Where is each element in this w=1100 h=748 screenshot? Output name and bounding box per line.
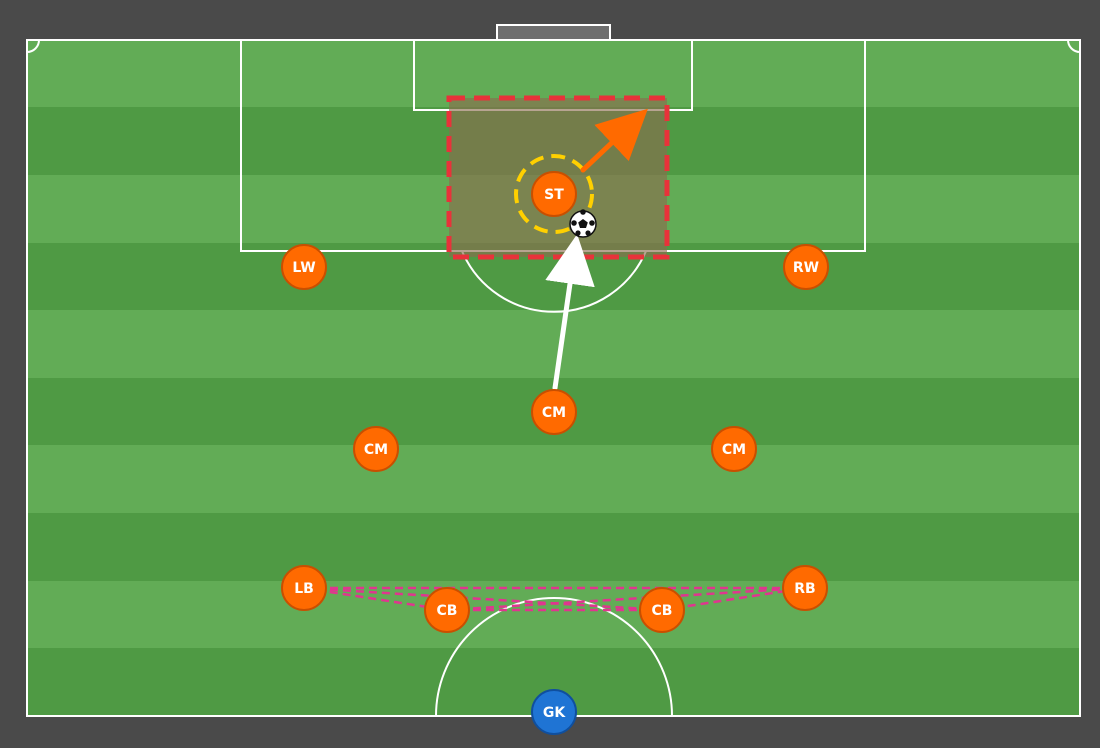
run-arrow [580, 108, 648, 173]
player-cm-center[interactable]: CM [531, 389, 577, 435]
player-label: CM [364, 442, 388, 458]
defensive-link [303, 586, 448, 612]
player-rb[interactable]: RB [782, 565, 828, 611]
player-token [711, 426, 757, 472]
player-label: LB [294, 581, 314, 597]
corner-arc-left [26, 39, 40, 53]
ball-patch [575, 230, 581, 236]
player-label: CM [722, 442, 746, 458]
pass-arrow [545, 234, 595, 391]
defensive-link [661, 586, 806, 612]
player-token [281, 244, 327, 290]
ball-patch [580, 209, 586, 215]
penalty-arc [461, 250, 647, 313]
player-label: RB [794, 581, 815, 597]
soccer-ball-icon[interactable] [569, 209, 597, 238]
player-label: CB [652, 603, 673, 619]
player-label: ST [544, 187, 564, 203]
stripe-light [27, 581, 1080, 648]
player-token [281, 565, 327, 611]
defensive-link [446, 586, 806, 612]
player-label: RW [793, 260, 819, 276]
player-gk[interactable]: GK [531, 689, 577, 735]
player-cm-left[interactable]: CM [353, 426, 399, 472]
player-label: LW [292, 260, 315, 276]
center-circle [435, 597, 673, 717]
player-token [782, 565, 828, 611]
player-lw[interactable]: LW [281, 244, 327, 290]
ball-patch [589, 220, 595, 226]
player-label: CB [437, 603, 458, 619]
goalkeeper-token [531, 689, 577, 735]
player-cb-right[interactable]: CB [639, 587, 685, 633]
stripe-light [27, 445, 1080, 513]
defensive-link [303, 586, 663, 612]
ball-patch [585, 230, 591, 236]
player-token [639, 587, 685, 633]
player-cm-right[interactable]: CM [711, 426, 757, 472]
player-cb-left[interactable]: CB [424, 587, 470, 633]
player-label: CM [542, 405, 566, 421]
player-token [531, 389, 577, 435]
player-label: GK [543, 705, 566, 721]
ball-patch [571, 220, 577, 226]
corner-arc-right [1067, 39, 1081, 53]
player-token [531, 171, 577, 217]
defensive-line [303, 586, 806, 612]
ball-center-patch [578, 219, 588, 228]
player-rw[interactable]: RW [783, 244, 829, 290]
player-token [353, 426, 399, 472]
player-st[interactable]: ST [531, 171, 577, 217]
stripe-dark [27, 513, 1080, 581]
player-lb[interactable]: LB [281, 565, 327, 611]
stripe-light [27, 310, 1080, 378]
player-token [783, 244, 829, 290]
goal [496, 24, 611, 41]
player-token [424, 587, 470, 633]
striker-highlight-ring [514, 154, 594, 234]
